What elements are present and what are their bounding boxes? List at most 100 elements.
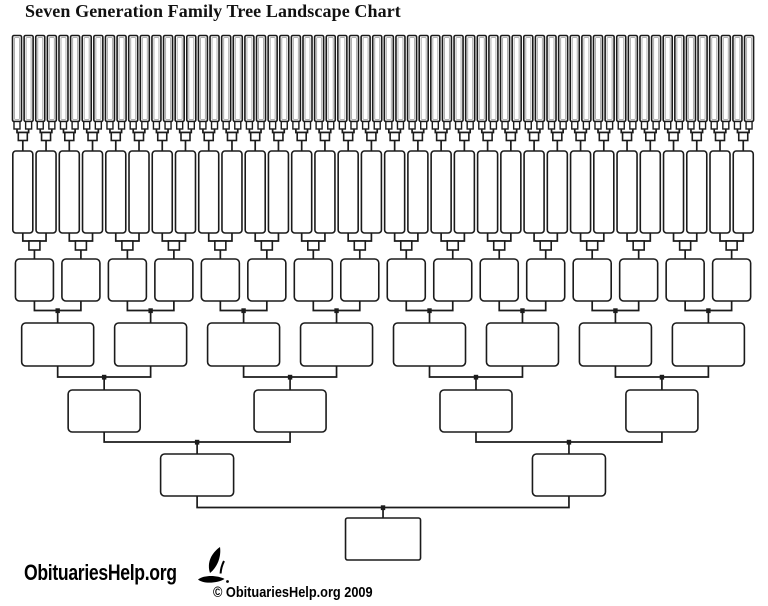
- gen6-ancestor-box: [407, 150, 429, 234]
- gen7-box-tab: [443, 120, 451, 130]
- gen7-box-inner-line: [734, 37, 741, 120]
- gen7-box-inner-line: [664, 37, 671, 120]
- connectors-gen6-to-gen5: [21, 233, 745, 260]
- gen6-ancestor-box: [174, 150, 197, 234]
- gen7-box-tab: [292, 120, 300, 130]
- gen7-box-tab: [594, 120, 602, 130]
- parent-pair-bracket: [300, 233, 326, 242]
- gen7-box-inner-line: [687, 37, 694, 120]
- junction-box: [156, 131, 168, 142]
- junction-box: [319, 131, 331, 142]
- gen7-ancestor-box: [685, 34, 697, 123]
- gen7-box-tab: [71, 120, 79, 130]
- gen7-box-inner-line: [699, 37, 706, 120]
- junction-box: [399, 240, 413, 251]
- gen7-ancestor-box: [162, 34, 174, 123]
- gen7-box-inner-line: [676, 37, 683, 120]
- gen7-box-inner-line: [746, 37, 753, 120]
- gen7-box-tab: [199, 120, 207, 130]
- gen7-box-inner-line: [304, 37, 311, 120]
- gen7-ancestor-box: [522, 34, 534, 123]
- gen7-box-tab: [257, 120, 265, 130]
- junction-dot: [194, 439, 200, 445]
- gen7-ancestor-box: [383, 34, 395, 123]
- gen7-box-tab: [141, 120, 149, 130]
- gen7-box-tab: [117, 120, 126, 130]
- connectors-gen3-to-gen2: [103, 432, 663, 455]
- gen6-ancestor-box: [360, 150, 383, 234]
- gen7-ancestor-box: [244, 34, 255, 123]
- gen7-ancestor-box: [697, 34, 708, 123]
- junction-box: [737, 131, 749, 142]
- gen5-ancestor-box: [572, 258, 612, 302]
- gen7-box-tab: [722, 120, 730, 130]
- junction-box: [435, 131, 447, 142]
- connectors-gen7-to-gen6: [16, 129, 750, 152]
- junction-box: [307, 240, 320, 251]
- gen6-ancestor-box: [523, 150, 545, 234]
- parent-pair-bracket: [207, 233, 233, 242]
- gen7-box-inner-line: [223, 37, 230, 120]
- gen7-box-tab: [745, 120, 753, 130]
- gen7-ancestor-box: [81, 34, 93, 123]
- gen3-ancestor-box: [67, 389, 141, 433]
- gen6-ancestor-box: [709, 150, 731, 234]
- gen7-box-inner-line: [711, 37, 718, 120]
- gen6-ancestor-box: [244, 150, 267, 234]
- gen7-ancestor-box: [23, 34, 34, 123]
- gen7-ancestor-box: [371, 34, 383, 123]
- gen7-box-inner-line: [269, 37, 276, 120]
- parent-pair-bracket: [114, 233, 140, 242]
- gen7-box-inner-line: [141, 37, 148, 120]
- junction-dot: [613, 308, 618, 314]
- junction-dot: [566, 439, 572, 445]
- junction-dot: [55, 308, 60, 314]
- parent-pair-bracket: [672, 233, 698, 242]
- gen7-ancestor-box: [255, 34, 267, 123]
- junction-dot: [520, 308, 525, 314]
- gen7-box-tab: [466, 120, 474, 130]
- gen7-box-inner-line: [536, 37, 543, 120]
- gen7-box-tab: [129, 120, 137, 130]
- generation-2-row: [159, 453, 607, 497]
- gen7-box-tab: [559, 120, 567, 130]
- gen7-box-tab: [187, 120, 196, 130]
- gen7-box-tab: [512, 120, 521, 130]
- gen7-box-inner-line: [316, 37, 323, 120]
- gen7-box-inner-line: [641, 37, 648, 120]
- gen7-ancestor-box: [186, 34, 197, 123]
- gen7-box-inner-line: [258, 37, 265, 120]
- junction-dot: [659, 374, 665, 380]
- gen6-ancestor-box: [662, 150, 685, 234]
- junction-dot: [380, 505, 386, 511]
- parent-pair-bracket: [486, 233, 512, 242]
- page-title: Seven Generation Family Tree Landscape C…: [25, 1, 401, 21]
- gen4-ancestor-box: [113, 322, 188, 367]
- gen7-box-tab: [478, 120, 486, 130]
- leaf-icon: [198, 547, 229, 583]
- gen7-ancestor-box: [151, 34, 162, 123]
- gen7-ancestor-box: [127, 34, 139, 123]
- gen7-box-inner-line: [14, 37, 20, 120]
- gen7-box-tab: [24, 120, 33, 130]
- junction-box: [725, 240, 738, 251]
- gen5-ancestor-box: [525, 258, 566, 302]
- gen5-ancestor-box: [665, 258, 705, 302]
- junction-box: [180, 131, 191, 142]
- gen7-box-inner-line: [560, 37, 567, 120]
- gen7-box-inner-line: [106, 37, 113, 120]
- gen6-ancestor-box: [546, 150, 569, 234]
- junction-box: [203, 131, 215, 142]
- parent-pair-bracket: [626, 233, 652, 242]
- gen7-ancestor-box: [639, 34, 650, 123]
- gen6-ancestor-box: [314, 150, 336, 234]
- junction-box: [621, 131, 633, 142]
- gen7-ancestor-box: [743, 34, 755, 123]
- connectors-gen2-to-gen1: [196, 496, 570, 519]
- gen7-box-inner-line: [246, 37, 253, 120]
- gen5-ancestor-box: [339, 258, 380, 302]
- gen7-box-tab: [396, 120, 405, 130]
- junction-box: [482, 131, 493, 142]
- gen6-ancestor-box: [267, 150, 290, 234]
- connectors-gen4-to-gen3: [56, 366, 710, 391]
